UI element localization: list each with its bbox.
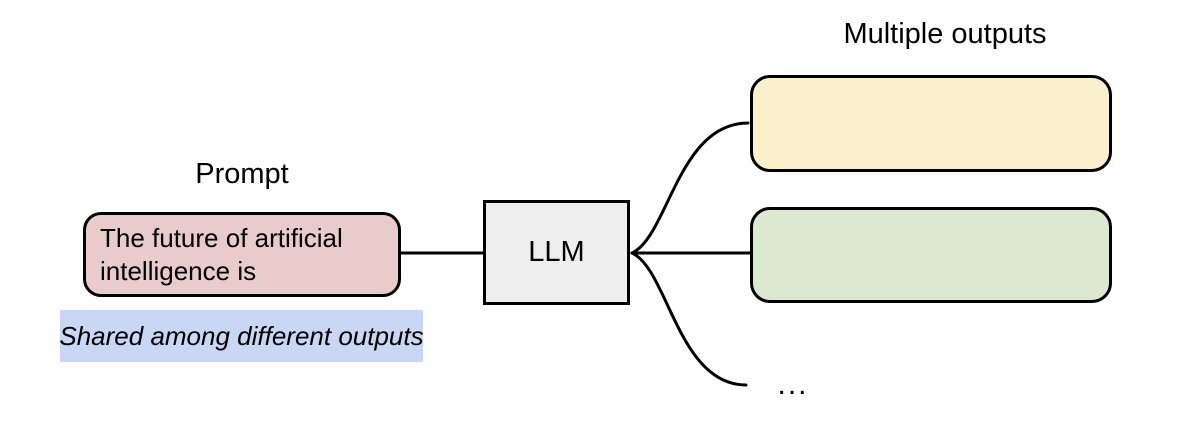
connector-llm-to-output-1 <box>630 121 750 255</box>
prompt-text-line-2: intelligence is <box>100 255 257 286</box>
output-box-1 <box>750 75 1112 172</box>
llm-box: LLM <box>483 200 630 305</box>
prompt-label: Prompt <box>195 157 289 190</box>
shared-note: Shared among different outputs <box>59 310 424 362</box>
outputs-label: Multiple outputs <box>843 17 1047 50</box>
connector-llm-to-ellipsis <box>630 251 748 387</box>
more-outputs-ellipsis: ... <box>777 368 809 401</box>
prompt-box: The future of artificial intelligence is <box>83 212 401 297</box>
prompt-text-line-1: The future of artificial <box>100 222 343 253</box>
output-box-2 <box>750 207 1112 303</box>
